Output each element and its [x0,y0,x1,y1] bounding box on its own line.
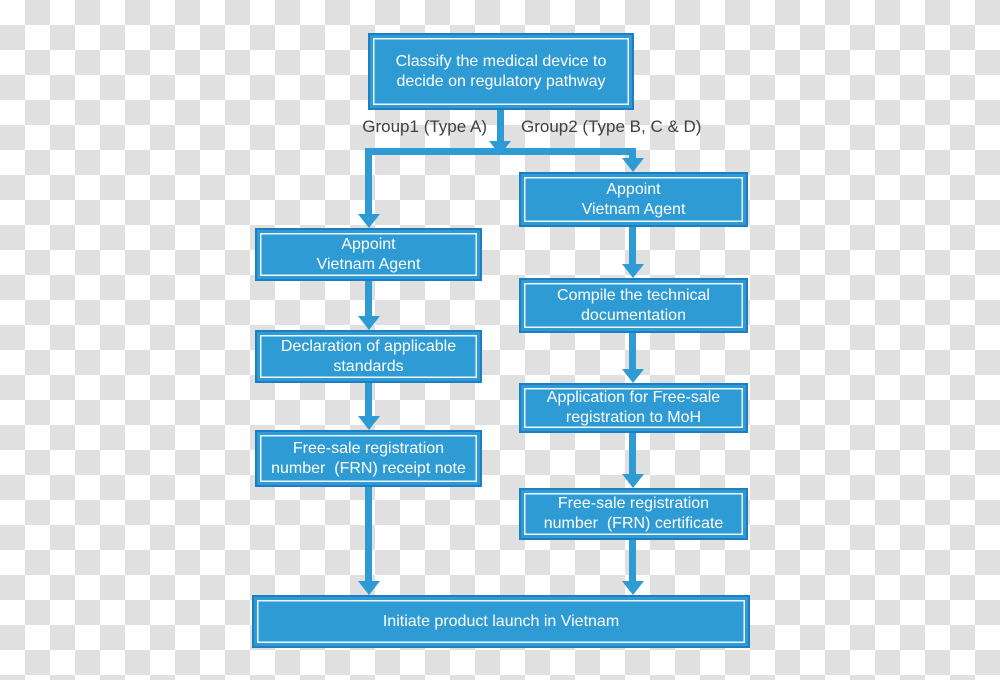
node-classify: Classify the medical device to decide on… [368,33,634,110]
branch-label-group1: Group1 (Type A) [362,117,487,136]
arrow-stem-line [497,110,504,141]
arrow-frn-receipt-to-launch-head [358,581,380,595]
arrow-to-appoint-right-head [622,158,644,172]
arrow-compile-to-application-head [622,369,644,383]
arrow-frn-certificate-to-launch-line [629,540,636,581]
node-declaration-label: Declaration of applicable standards [280,337,457,375]
arrow-appoint-left-to-declaration-head [358,316,380,330]
arrow-to-appoint-right-line [629,148,636,158]
node-appoint-right-label: Appoint Vietnam Agent [581,180,686,218]
node-frn-certificate: Free-sale registration number (FRN) cert… [519,488,748,540]
node-appoint-left: Appoint Vietnam Agent [255,228,482,281]
node-frn-receipt-label: Free-sale registration number (FRN) rece… [271,439,466,477]
node-appoint-left-label: Appoint Vietnam Agent [316,235,421,273]
node-declaration: Declaration of applicable standards [255,330,482,383]
node-compile-label: Compile the technical documentation [557,286,710,324]
arrow-to-appoint-left-line [365,148,372,214]
node-classify-label: Classify the medical device to decide on… [395,52,607,90]
node-application: Application for Free-sale registration t… [519,383,748,433]
node-compile: Compile the technical documentation [519,278,748,333]
branch-label-group2: Group2 (Type B, C & D) [521,117,702,136]
arrow-frn-receipt-to-launch-line [365,487,372,581]
node-frn-certificate-label: Free-sale registration number (FRN) cert… [543,495,724,532]
arrow-appoint-right-to-compile-head [622,264,644,278]
arrow-declaration-to-frn-receipt-line [365,383,372,416]
branch-connector-line [365,148,636,155]
arrow-declaration-to-frn-receipt-head [358,416,380,430]
arrow-application-to-frn-certificate-head [622,474,644,488]
arrow-application-to-frn-certificate-line [629,433,636,474]
arrow-compile-to-application-line [629,333,636,369]
node-frn-receipt: Free-sale registration number (FRN) rece… [255,430,482,487]
arrow-to-appoint-left-head [358,214,380,228]
arrow-appoint-right-to-compile-line [629,227,636,264]
node-appoint-right: Appoint Vietnam Agent [519,172,748,227]
node-launch-label: Initiate product launch in Vietnam [382,612,620,630]
arrow-appoint-left-to-declaration-line [365,281,372,316]
node-application-label: Application for Free-sale registration t… [546,389,721,426]
arrow-frn-certificate-to-launch-head [622,581,644,595]
node-launch: Initiate product launch in Vietnam [252,595,750,648]
